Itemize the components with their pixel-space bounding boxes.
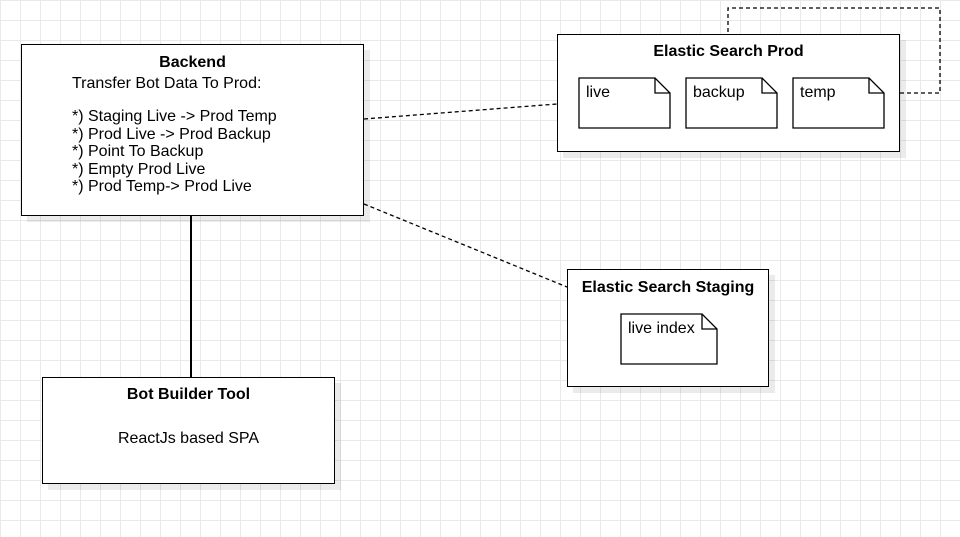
backend-step: *) Prod Live -> Prod Backup <box>72 125 271 143</box>
connector-es-prod-self-loop <box>727 7 941 94</box>
es-prod-title: Elastic Search Prod <box>653 43 804 60</box>
bot-builder-node[interactable]: Bot Builder Tool ReactJs based SPA <box>42 377 335 484</box>
backend-title: Backend <box>159 54 226 71</box>
es-prod-node[interactable]: Elastic Search Prod live backup temp <box>557 34 900 152</box>
es-prod-index-label: live <box>586 84 611 101</box>
backend-step: *) Staging Live -> Prod Temp <box>72 108 277 125</box>
note-shape-icon <box>620 313 718 365</box>
es-prod-index-live[interactable]: live <box>578 77 671 129</box>
es-staging-index-live[interactable]: live index <box>620 313 718 365</box>
backend-steps-list: *) Staging Live -> Prod Temp *) Prod Liv… <box>72 108 277 196</box>
backend-step: *) Prod Temp-> Prod Live <box>72 178 252 195</box>
bot-builder-title: Bot Builder Tool <box>126 386 251 403</box>
es-prod-index-backup[interactable]: backup <box>685 77 778 129</box>
es-staging-title: Elastic Search Staging <box>581 279 755 296</box>
es-staging-index-label: live index <box>628 320 695 337</box>
backend-step: *) Point To Backup <box>72 143 204 160</box>
es-staging-node[interactable]: Elastic Search Staging live index <box>567 269 769 387</box>
note-shape-icon <box>578 77 671 129</box>
note-shape-icon <box>792 77 885 129</box>
es-prod-index-label: temp <box>800 84 836 101</box>
backend-subtitle: Transfer Bot Data To Prod: <box>72 75 262 92</box>
es-prod-index-label: backup <box>693 84 745 101</box>
note-shape-icon <box>685 77 778 129</box>
bot-builder-description: ReactJs based SPA <box>117 430 260 447</box>
backend-step: *) Empty Prod Live <box>72 160 206 178</box>
es-prod-index-temp[interactable]: temp <box>792 77 885 129</box>
connector-backend-to-es-prod <box>363 103 558 120</box>
backend-node[interactable]: Backend Transfer Bot Data To Prod: *) St… <box>21 44 364 216</box>
connector-backend-to-es-staging <box>363 203 568 288</box>
